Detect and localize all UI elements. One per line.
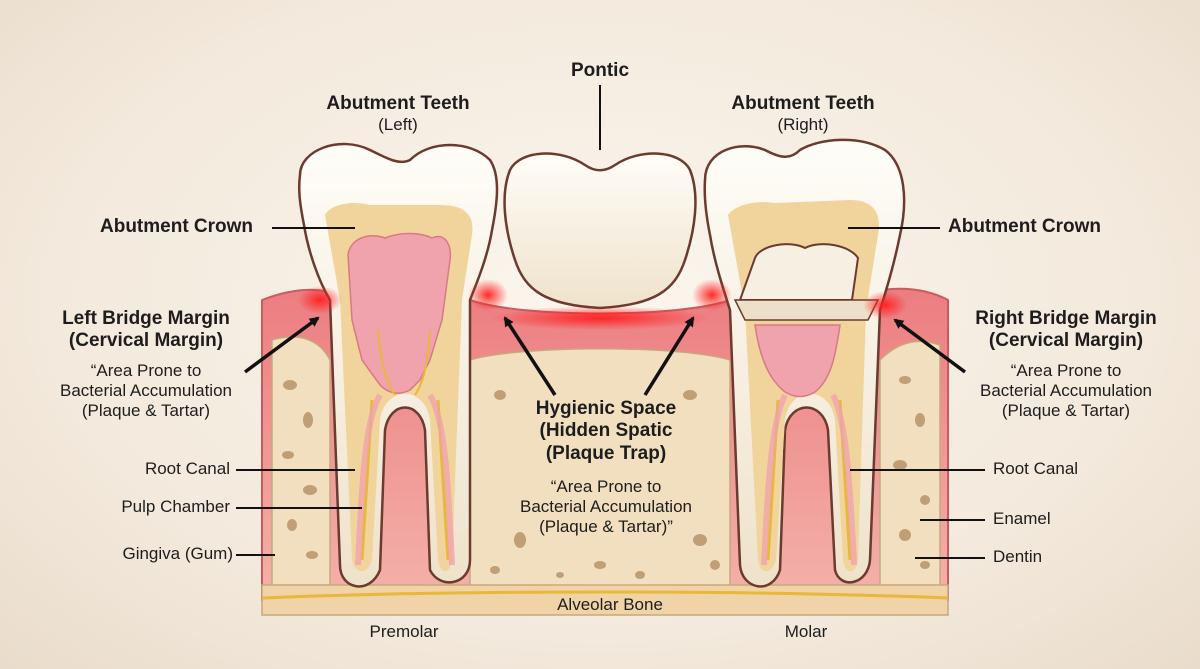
abutment-left-title: Abutment Teeth xyxy=(326,93,470,114)
abutment-right-label: Abutment Teeth (Right) xyxy=(731,93,874,135)
right-margin-label: Right Bridge Margin (Cervical Margin) “A… xyxy=(975,308,1157,421)
root-canal-right-label: Root Canal xyxy=(993,459,1079,478)
center-note-3: (Plaque & Tartar)” xyxy=(539,517,673,537)
hygienic-space-label: Hygienic Space (Hidden Spatic (Plaque Tr… xyxy=(520,398,692,537)
right-note-3: (Plaque & Tartar) xyxy=(1001,400,1131,420)
abutment-right-sub: (Right) xyxy=(777,115,829,135)
pulp-chamber-label: Pulp Chamber xyxy=(121,497,230,516)
abutment-left-label: Abutment Teeth (Left) xyxy=(326,93,469,135)
left-margin-sub: (Cervical Margin) xyxy=(68,330,224,352)
right-margin-glow xyxy=(863,291,907,319)
dentin-label: Dentin xyxy=(993,547,1043,566)
alveolar-bone-label: Alveolar Bone xyxy=(557,595,663,614)
hygienic-title: Hygienic Space xyxy=(535,398,677,419)
center-note-1: “Area Prone to xyxy=(550,477,662,497)
enamel-label: Enamel xyxy=(993,509,1051,528)
premolar-label: Premolar xyxy=(369,622,439,641)
center-note-2: Bacterial Accumulation xyxy=(520,497,692,517)
alveolar-bone-shape xyxy=(271,336,331,591)
left-abutment-tooth xyxy=(297,142,499,588)
left-margin-label: Left Bridge Margin (Cervical Margin) “Ar… xyxy=(60,308,232,421)
abutment-left-sub: (Left) xyxy=(378,115,418,135)
arrows xyxy=(243,316,967,396)
pontic-glow xyxy=(490,306,710,330)
hygienic-sub-2: (Plaque Trap) xyxy=(545,442,667,464)
left-note-3: (Plaque & Tartar) xyxy=(81,400,211,420)
right-margin-title: Right Bridge Margin xyxy=(975,308,1157,329)
root-canal-left-label: Root Canal xyxy=(144,459,230,478)
molar-label: Molar xyxy=(784,622,828,641)
right-abutment-tooth xyxy=(703,138,906,588)
crown-left-label: Abutment Crown xyxy=(100,216,254,237)
right-note-1: “Area Prone to xyxy=(1010,360,1122,380)
pontic-tooth xyxy=(503,152,697,310)
left-margin-glow xyxy=(298,286,342,314)
crown-right-label: Abutment Crown xyxy=(948,216,1102,237)
left-note-2: Bacterial Accumulation xyxy=(60,380,232,400)
abutment-right-title: Abutment Teeth xyxy=(731,93,875,114)
pontic-label: Pontic xyxy=(570,60,630,81)
right-note-2: Bacterial Accumulation xyxy=(980,380,1152,400)
left-note-1: “Area Prone to xyxy=(90,360,202,380)
leader-lines xyxy=(236,85,985,559)
left-margin-title: Left Bridge Margin xyxy=(62,308,230,329)
gingiva-label: Gingiva (Gum) xyxy=(122,544,233,563)
right-margin-sub: (Cervical Margin) xyxy=(988,330,1144,352)
hygienic-sub-1: (Hidden Spatic xyxy=(539,420,673,442)
